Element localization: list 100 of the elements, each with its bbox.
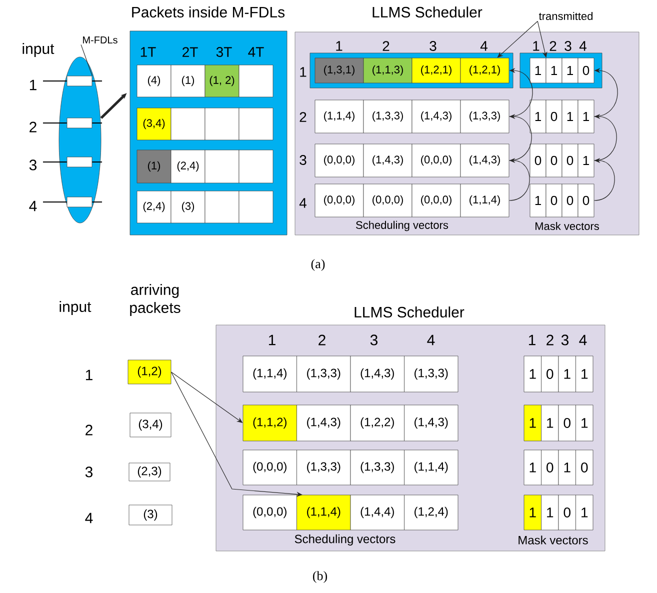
mask-cell: 1 [530, 184, 546, 218]
vector-cell: (1,1,4) [404, 450, 458, 486]
mask-cell: 0 [546, 100, 562, 134]
mask-cell: 0 [576, 450, 594, 486]
vector-cell: (0,0,0) [242, 494, 297, 530]
packet-cell: (4) [136, 64, 172, 98]
arriving-packet-box: (3) [128, 504, 172, 526]
node-label: LLMS Scheduler [354, 306, 464, 318]
input-number: 4 [29, 200, 37, 212]
packet-cell: (1, 2) [204, 64, 240, 98]
column-number: 4 [480, 41, 488, 51]
vector-cell: (1,3,1) [314, 58, 364, 84]
section-label: Scheduling vectors [294, 534, 396, 546]
vector-cell: (1,4,4) [350, 494, 404, 530]
mask-cell: 0 [558, 404, 576, 442]
vector-cell: (1,4,3) [412, 100, 461, 134]
arrow [497, 20, 538, 58]
mask-cell: 1 [546, 58, 562, 84]
packet-cell [204, 108, 240, 140]
mask-cell: 0 [541, 450, 559, 486]
row-number: 3 [300, 155, 306, 165]
time-slot-header: 1T [140, 47, 156, 57]
fdl-label: M-FDLs [83, 36, 118, 44]
mask-cell: 1 [541, 494, 559, 530]
input-number: 3 [85, 466, 93, 478]
vector-cell: (1,3,3) [404, 356, 458, 392]
mask-cell: 1 [562, 100, 578, 134]
input-number: 2 [30, 122, 36, 132]
vector-cell: (0,0,0) [242, 450, 297, 486]
input-number: 2 [86, 424, 92, 436]
packet-cell: (1) [170, 64, 206, 98]
column-number: 2 [382, 41, 390, 51]
mask-cell: 1 [576, 356, 594, 392]
column-number: 1 [336, 41, 342, 51]
mask-cell: 0 [558, 494, 576, 530]
packet-cell: (2,4) [170, 150, 206, 184]
mask-cell: 1 [524, 356, 542, 392]
column-number: 2 [318, 334, 326, 346]
column-number: 4 [427, 334, 435, 346]
node-label: LLMS Scheduler [372, 6, 482, 18]
mask-cell: 0 [578, 58, 594, 84]
mask-cell: 1 [576, 404, 594, 442]
packet-cell [238, 64, 274, 98]
packet-cell: (2,4) [136, 190, 172, 224]
column-number: 3 [430, 41, 436, 51]
vector-cell: (1,4,3) [404, 404, 458, 442]
vector-cell: (1,4,3) [296, 404, 351, 442]
time-slot-header: 3T [216, 47, 232, 57]
column-number: 1 [533, 41, 540, 51]
row-number: 1 [300, 67, 306, 77]
column-number: 1 [528, 334, 536, 346]
mask-cell: 1 [558, 450, 576, 486]
packet-cell [204, 190, 240, 224]
packet-cell: (3,4) [136, 108, 172, 140]
column-number: 3 [370, 334, 378, 346]
input-number: 3 [29, 160, 37, 170]
vector-cell: (0,0,0) [314, 184, 364, 218]
input-number: 4 [85, 512, 93, 524]
vector-cell: (1,2,2) [350, 404, 404, 442]
section-label: Mask vectors [518, 536, 588, 544]
row-number: 4 [299, 198, 306, 208]
packet-cell [238, 190, 274, 224]
mask-cell: 1 [578, 144, 594, 178]
arriving-packet-box: (3,4) [130, 412, 172, 438]
packet-cell: (3) [170, 190, 206, 224]
column-number: 4 [579, 334, 587, 346]
mask-cell: 0 [546, 184, 562, 218]
section-label: Mask vectors [536, 222, 599, 230]
mask-cell: 1 [578, 100, 594, 134]
mask-cell: 1 [530, 58, 546, 84]
column-number: 1 [268, 334, 276, 346]
subfigure-caption: (b) [313, 571, 328, 583]
vector-cell: (1,1,4) [314, 100, 364, 134]
mask-cell: 1 [541, 404, 559, 442]
arriving-packet-box: (1,2) [128, 360, 172, 384]
vector-cell: (1,1,4) [296, 494, 351, 530]
input-label: input [22, 43, 54, 57]
time-slot-header: 2T [182, 47, 198, 57]
column-number: 2 [550, 41, 556, 51]
mask-cell: 0 [530, 144, 546, 178]
vector-cell: (1,3,3) [296, 356, 351, 392]
vector-cell: (0,0,0) [412, 144, 461, 178]
section-label: Scheduling vectors [356, 220, 448, 232]
mask-cell: 1 [562, 58, 578, 84]
mask-cell: 0 [578, 184, 594, 218]
input-number: 1 [86, 370, 92, 380]
arriving-label: arriving packets [130, 284, 180, 316]
input-label: input [60, 301, 92, 315]
vector-cell: (1,4,3) [460, 144, 510, 178]
mask-cell: 1 [558, 356, 576, 392]
vector-cell: (1,3,3) [296, 450, 351, 486]
packet-cell [238, 150, 274, 184]
time-slot-header: 4T [248, 47, 264, 57]
transmitted-label: transmitted [538, 12, 592, 20]
vector-cell: (1,4,3) [350, 356, 404, 392]
mask-cell: 1 [530, 100, 546, 134]
fdl-box [66, 156, 92, 168]
packet-cell [170, 108, 206, 140]
vector-cell: (0,0,0) [314, 144, 364, 178]
fdl-box [66, 118, 92, 128]
